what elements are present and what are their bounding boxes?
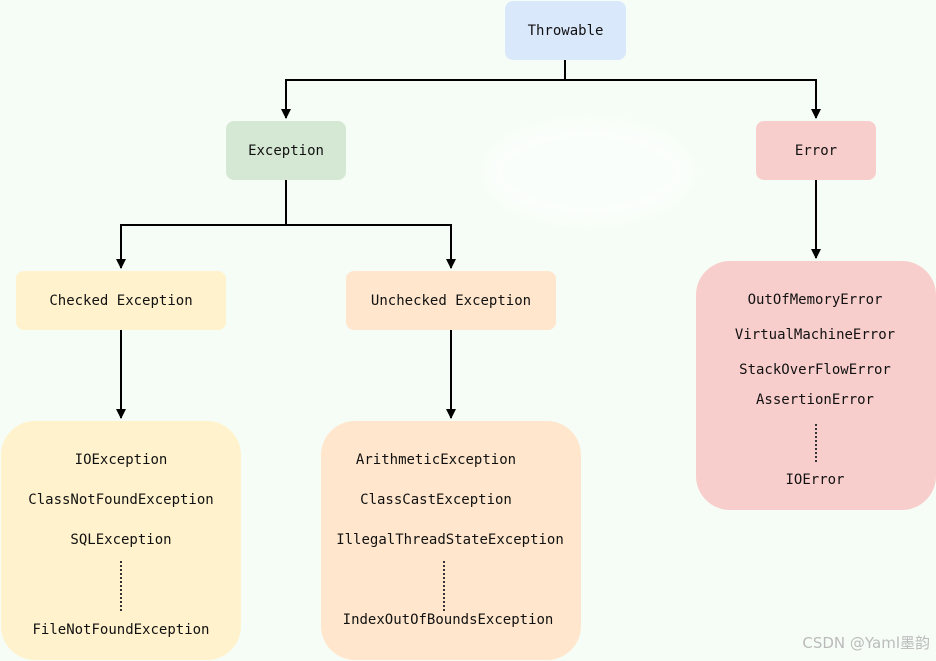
connector-throwable-error — [565, 79, 821, 119]
list-item: StackOverFlowError — [739, 362, 891, 378]
node-throwable: Throwable — [505, 1, 626, 60]
ellipsis-dots — [443, 561, 447, 611]
list-item: ClassCastException — [360, 492, 512, 508]
list-item: SQLException — [70, 532, 172, 548]
connector-exception-checked — [116, 180, 287, 269]
list-item: FileNotFoundException — [32, 622, 210, 638]
list-item: IndexOutOfBoundsException — [342, 612, 554, 628]
ellipsis-dots — [120, 561, 124, 611]
node-unchecked-exception: Unchecked Exception — [346, 271, 556, 330]
node-exception-label: Exception — [248, 142, 324, 159]
node-checked-exception-label: Checked Exception — [49, 292, 193, 309]
node-unchecked-exception-label: Unchecked Exception — [370, 292, 532, 309]
node-error: Error — [756, 121, 876, 180]
node-checked-exception: Checked Exception — [16, 271, 226, 330]
node-throwable-label: Throwable — [527, 22, 604, 39]
list-item: ArithmeticException — [355, 452, 517, 468]
list-item: IllegalThreadStateException — [336, 532, 564, 548]
checked-exception-list: IOException ClassNotFoundException SQLEx… — [1, 421, 241, 660]
node-error-label: Error — [794, 142, 838, 159]
list-item: AssertionError — [755, 392, 874, 408]
connector-throwable-exception — [281, 60, 566, 119]
connector-exception-unchecked — [286, 224, 456, 269]
unchecked-exception-list: ArithmeticException ClassCastException I… — [321, 421, 581, 660]
ellipsis-dots — [815, 424, 819, 462]
list-item: IOError — [785, 472, 845, 488]
background-blur — [486, 122, 691, 222]
list-item: OutOfMemoryError — [747, 292, 883, 308]
list-item: IOException — [74, 452, 168, 468]
list-item: VirtualMachineError — [734, 327, 896, 343]
error-list: OutOfMemoryError VirtualMachineError Sta… — [696, 261, 936, 510]
list-item: ClassNotFoundException — [28, 492, 214, 508]
watermark: CSDN @Yaml墨韵 — [802, 634, 930, 652]
node-exception: Exception — [226, 121, 346, 180]
